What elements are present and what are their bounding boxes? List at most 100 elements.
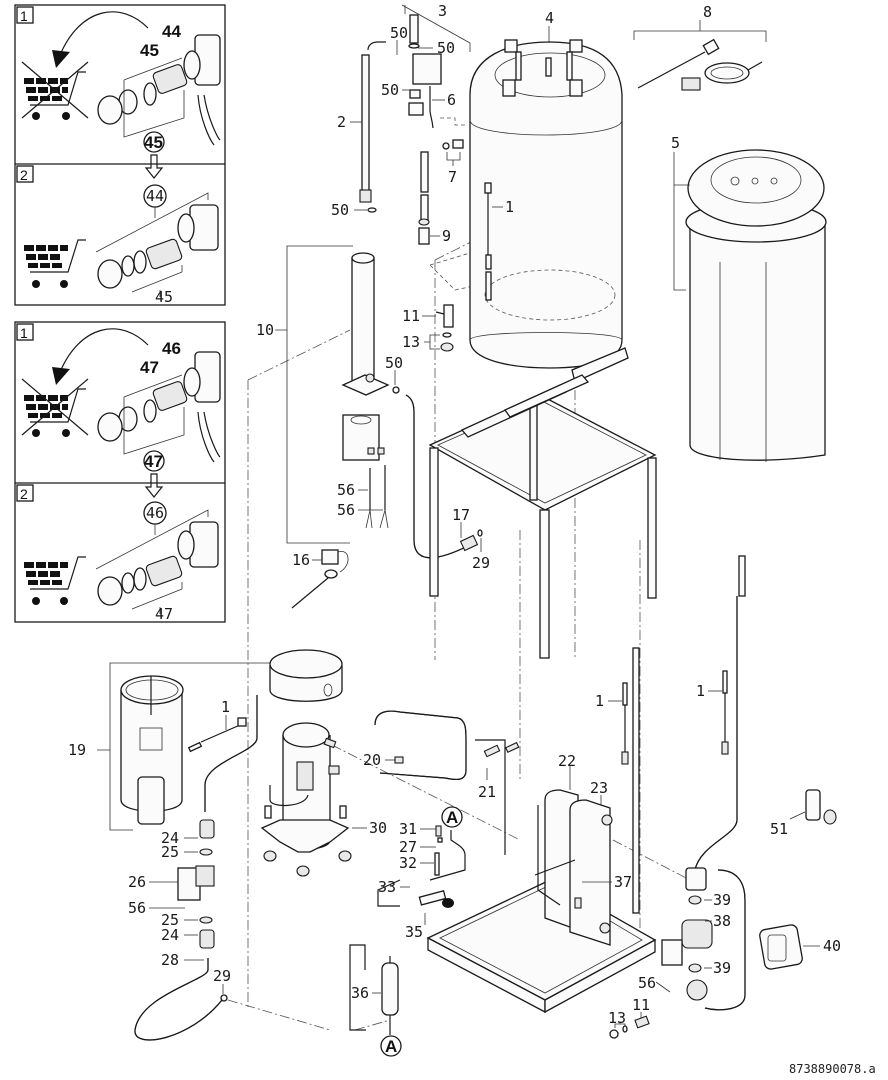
part-3-pressure-switch-assembly (408, 14, 442, 129)
part-13-seal-cap (440, 332, 454, 352)
part-label-32: 32 (399, 854, 417, 872)
part-label-11: 11 (632, 996, 650, 1014)
part-label-56: 56 (337, 501, 355, 519)
part-label-4: 4 (545, 9, 554, 27)
part-label-50: 50 (390, 24, 408, 42)
circled-part-label: 45 (144, 133, 163, 152)
part-label-28: 28 (161, 951, 179, 969)
part-1-temperature-sensor (621, 682, 629, 765)
part-39-seal (688, 963, 702, 973)
down-arrow-icon (144, 154, 164, 179)
part-label-valve: 44 (162, 22, 181, 41)
part-38-heating-pump (661, 919, 713, 966)
part-label-valve: 46 (162, 339, 181, 358)
part-label-20: 20 (363, 751, 381, 769)
part-label-8: 8 (703, 3, 712, 21)
step-number: 1 (20, 8, 28, 24)
part-24-fitting (199, 929, 215, 949)
part-label-10: 10 (256, 321, 274, 339)
part-24-fitting (199, 819, 215, 839)
part-label-33: 33 (378, 878, 396, 896)
part-19-compressor-jacket (120, 675, 184, 825)
group-bracket-8 (633, 20, 767, 42)
part-label-22: 22 (558, 752, 576, 770)
part-label-25: 25 (161, 911, 179, 929)
part-label-kit: 47 (155, 605, 173, 623)
part-label-13: 13 (608, 1009, 626, 1027)
arrow-head-icon (52, 50, 70, 68)
part-label-36: 36 (351, 984, 369, 1002)
part-label-3: 3 (438, 2, 447, 20)
flow-pipe (685, 555, 746, 1011)
part-7-fittings (442, 139, 464, 150)
part-label-21: 21 (478, 783, 496, 801)
part-label-kit: 45 (155, 288, 173, 306)
part-25-seal (199, 848, 213, 856)
connector-marker-a-label: A (385, 1037, 397, 1056)
part-1-temperature-sensor (484, 182, 492, 301)
part-28-flexible-hose (134, 958, 223, 1041)
document-id: 8738890078.a (789, 1062, 876, 1076)
part-label-38: 38 (713, 912, 731, 930)
group-bracket-19 (97, 662, 286, 831)
seal-ring (477, 529, 483, 537)
part-21-pipe-coil (374, 710, 520, 855)
seal-ring (220, 994, 228, 1002)
part-label-56: 56 (128, 899, 146, 917)
seal-ring (392, 386, 400, 394)
part-label-30: 30 (369, 819, 387, 837)
part-11-drain-valve (634, 1015, 650, 1029)
part-label-2: 2 (337, 113, 346, 131)
return-pipe (632, 647, 640, 914)
arrow-head-icon (52, 367, 70, 385)
part-label-5: 5 (671, 134, 680, 152)
part-4-storage-tank (469, 39, 629, 383)
step-number: 2 (20, 486, 28, 502)
part-39-seal (688, 895, 702, 905)
part-label-35: 35 (405, 923, 423, 941)
part-label-39: 39 (713, 891, 731, 909)
part-label-51: 51 (770, 820, 788, 838)
step-number-box (16, 165, 34, 183)
pipe-fill (204, 695, 258, 812)
part-label-23: 23 (590, 779, 608, 797)
part-label-1: 1 (505, 198, 514, 216)
order-cart-icon (24, 556, 86, 605)
support-frame (428, 374, 657, 659)
part-19-compressor-cap (269, 649, 343, 702)
group-bracket-5 (673, 152, 690, 291)
part-label-11: 11 (402, 307, 420, 325)
part-36-filter-drier (349, 944, 399, 1035)
step-number-box (16, 323, 34, 341)
part-label-50: 50 (437, 39, 455, 57)
part-label-50: 50 (381, 81, 399, 99)
step-number: 2 (20, 167, 28, 183)
replacement-strainer-kit-illustration (97, 521, 219, 606)
part-label-kit: 47 (140, 358, 159, 377)
base-plate (426, 879, 657, 1014)
part-label-39: 39 (713, 959, 731, 977)
part-25-seal (199, 916, 213, 924)
pipe (204, 695, 258, 812)
group-bracket-10 (275, 245, 353, 544)
group-bracket-13 (424, 334, 440, 350)
crossed-out-cart-icon (21, 378, 89, 437)
curved-arrow-icon (59, 11, 149, 56)
ball-valve-strainer-illustration (97, 351, 221, 463)
part-51-safety-valve (805, 789, 837, 825)
part-label-kit: 45 (140, 41, 159, 60)
circled-part-label: 47 (144, 452, 163, 471)
part-label-26: 26 (128, 873, 146, 891)
part-label-9: 9 (442, 227, 451, 245)
part-1-temperature-sensor (187, 717, 247, 753)
part-30-compressor (260, 722, 352, 877)
order-cart-icon (24, 239, 86, 288)
part-label-6: 6 (447, 91, 456, 109)
callout-panel-44-45: 1 2 44 45 45 (14, 4, 226, 306)
down-arrow-icon (144, 473, 164, 498)
part-20-fitting (394, 756, 404, 764)
circled-part-label: 46 (146, 504, 164, 522)
pump-fitting (686, 979, 708, 1001)
part-label-29: 29 (213, 967, 231, 985)
